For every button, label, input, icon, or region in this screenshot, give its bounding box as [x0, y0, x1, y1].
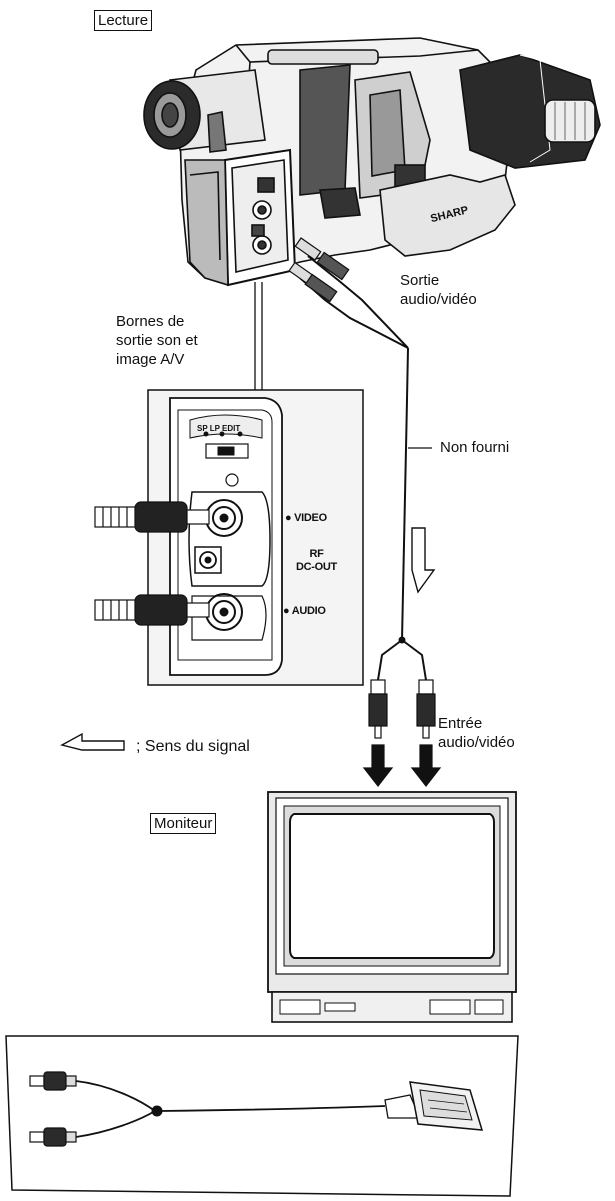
label-sortie-av: Sortie audio/vidéo	[400, 272, 477, 308]
label-video: ● VIDEO	[285, 512, 327, 524]
rca-plugs-monitor	[362, 679, 442, 787]
label-entree-av: Entrée audio/vidéo	[438, 715, 515, 751]
label-bornes-sortie: Bornes de sortie son et image A/V	[116, 313, 198, 368]
callout-lines	[254, 282, 263, 395]
label-non-fourni: Non fourni	[440, 439, 510, 456]
rca-plugs-panel	[94, 501, 210, 626]
av-cable-camcorder	[288, 237, 432, 681]
label-rf-dc-out: RF DC-OUT	[296, 548, 337, 573]
signal-arrow-icon	[411, 527, 436, 594]
monitor-illustration	[267, 791, 517, 1023]
label-sens-signal: ; Sens du signal	[136, 738, 250, 755]
label-panel-modes: SP LP EDIT	[197, 424, 241, 433]
camcorder-illustration	[143, 37, 601, 287]
scart-cable-box	[5, 1035, 519, 1197]
legend-arrow-icon	[60, 732, 125, 751]
av-panel-zoom	[147, 389, 364, 686]
label-moniteur: Moniteur	[150, 813, 217, 834]
label-lecture: Lecture	[94, 10, 153, 31]
label-audio: ● AUDIO	[283, 605, 326, 617]
